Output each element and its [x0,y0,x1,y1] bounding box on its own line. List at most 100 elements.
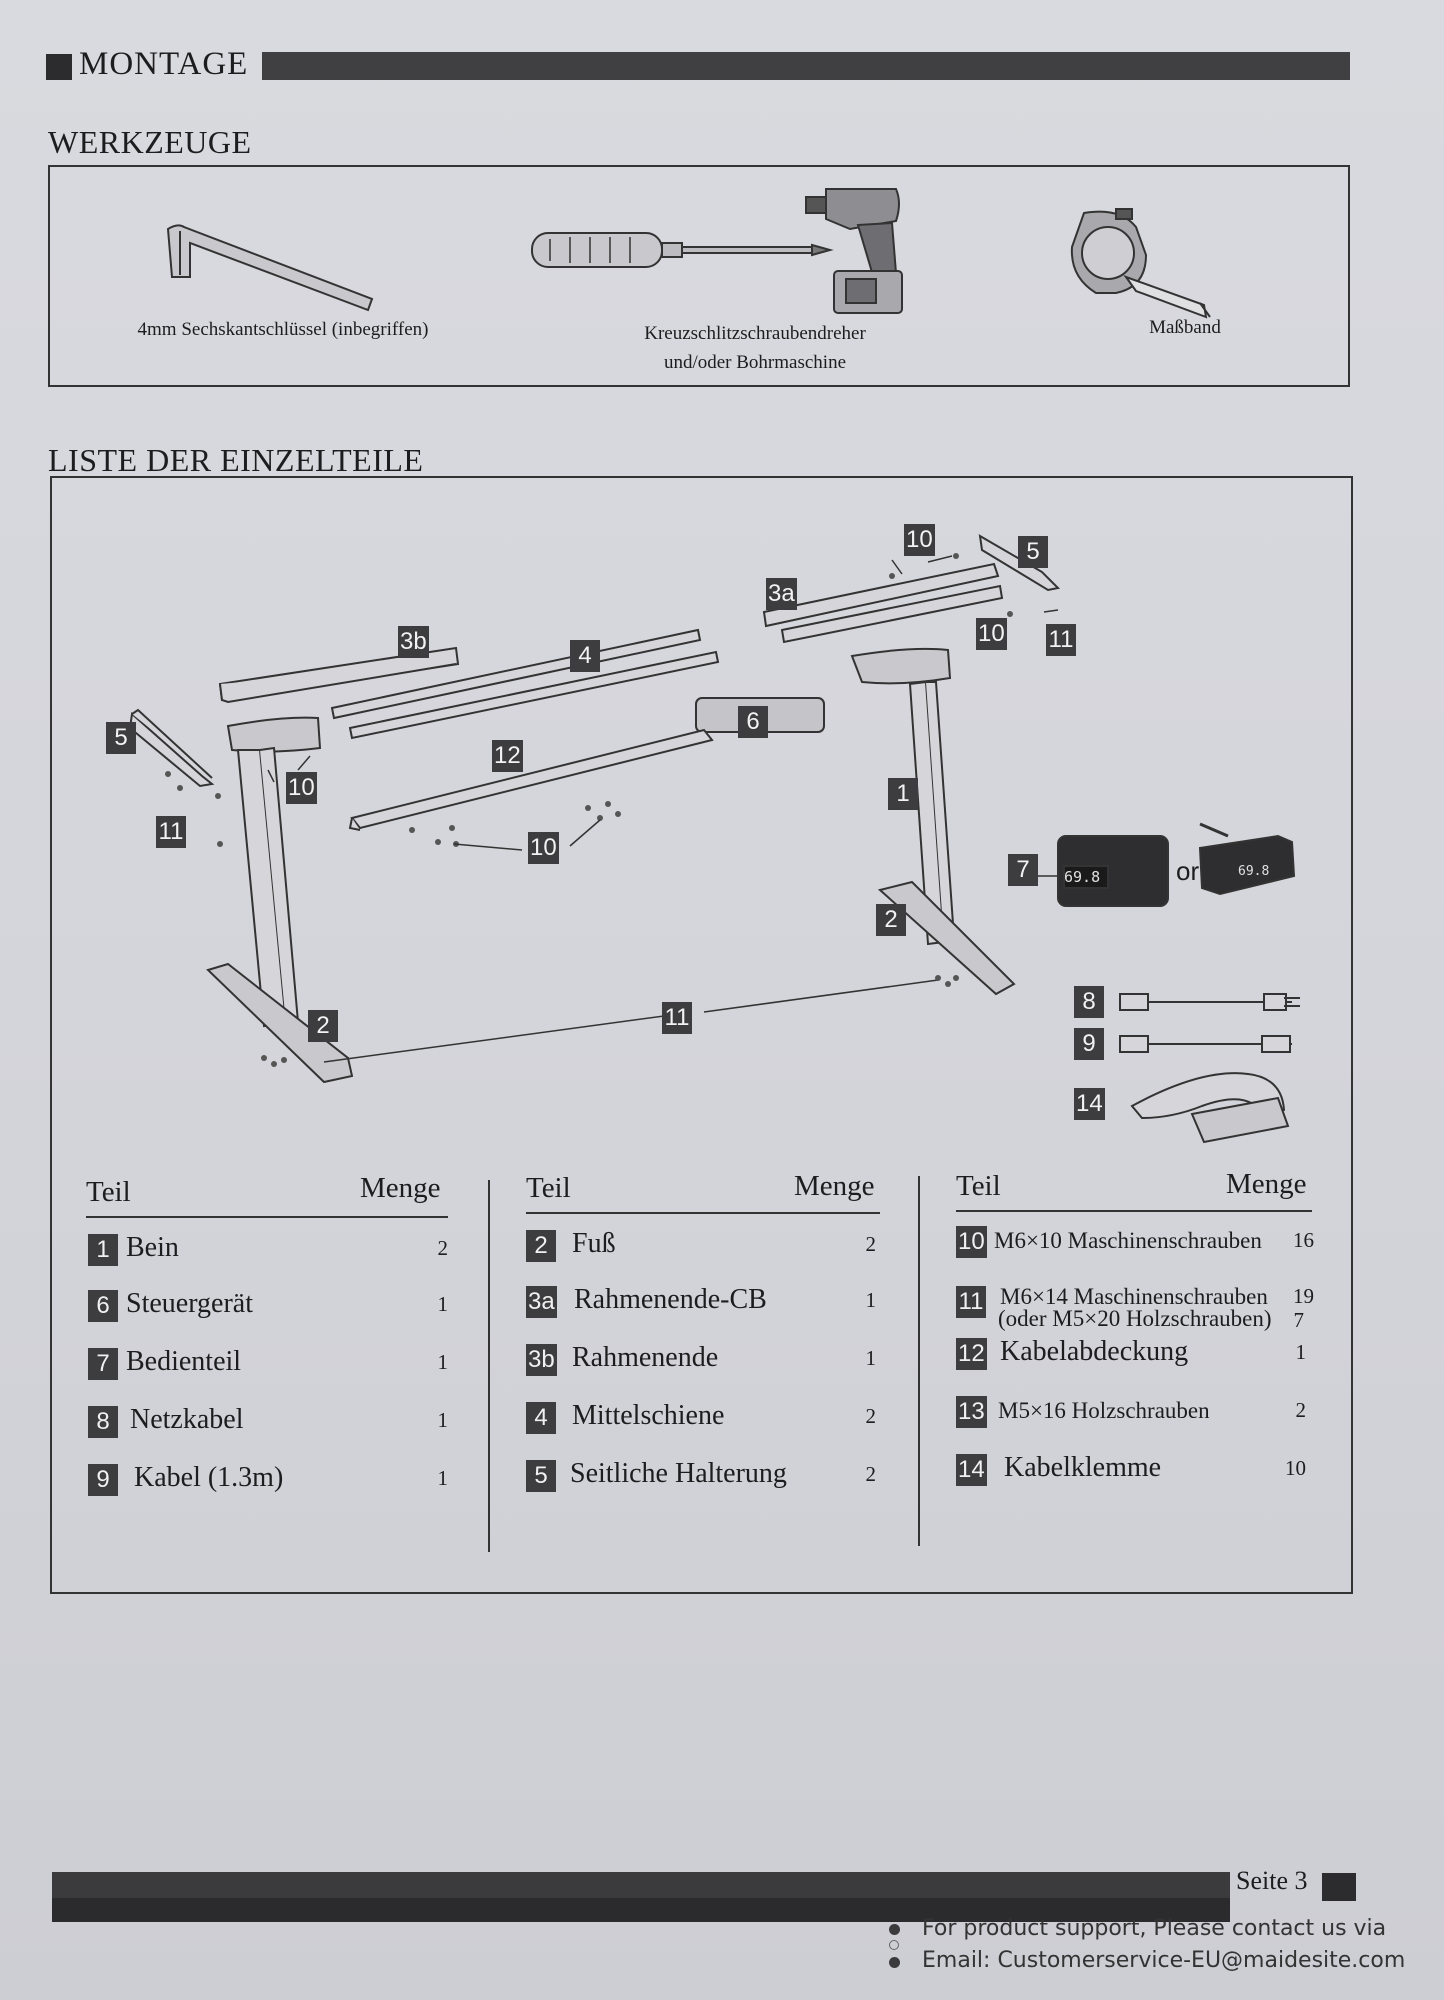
part-number: 3a [526,1286,557,1318]
part-name: Steuergerät [126,1288,253,1319]
support-info: For product support, Please contact us v… [922,1913,1405,1977]
table-row: 9 Kabel (1.3m) 1 [88,1462,448,1498]
part-number: 1 [88,1234,118,1266]
part-name: M6×10 Maschinenschrauben [994,1228,1262,1253]
callout-14: 14 [1074,1088,1105,1120]
col-header-qty: Menge [1226,1168,1307,1200]
part-qty: 10 [1285,1456,1306,1480]
part-name: Kabelabdeckung [1000,1336,1189,1367]
part-number: 2 [526,1230,556,1262]
part-number: 13 [956,1396,987,1428]
col-header-part: Teil [956,1170,1001,1202]
callout-10: 10 [528,832,559,864]
tool-label-screwdriver-line2: und/oder Bohrmaschine [663,352,847,373]
page-title: MONTAGE [79,46,249,82]
table-row: 2 Fuß 2 [526,1228,880,1264]
callout-1: 1 [888,778,918,810]
table-row: 10 M6×10 Maschinenschrauben 16 [956,1224,1314,1260]
exploded-drawing [128,534,1300,1144]
table-row: 5 Seitliche Halterung 2 [526,1458,880,1494]
screwdriver-icon [531,232,834,268]
page-number: Seite 3 [1236,1866,1308,1895]
callout-11: 11 [1046,624,1076,656]
part-qty: 1 [865,1346,877,1370]
part-qty: 1 [437,1350,449,1374]
control-panel-drawing [1057,822,1296,907]
part-name: M6×14 Maschinenschrauben [1000,1284,1268,1309]
callout-8: 8 [1074,986,1104,1018]
part-name: Rahmenende-CB [574,1284,767,1315]
tools-drawing [166,188,1211,319]
callout-5: 5 [1018,536,1048,568]
part-name: Bein [126,1232,179,1263]
callout-9: 9 [1074,1028,1104,1060]
header-bar [262,52,1350,80]
part-qty: 1 [1295,1340,1307,1364]
part-number: 9 [88,1464,118,1496]
table-row: 8 Netzkabel 1 [88,1404,448,1440]
part-name: Kabelklemme [1004,1452,1162,1483]
tool-label-screwdriver-line1: Kreuzschlitzschraubendreher [644,323,866,344]
col-header-qty: Menge [360,1172,441,1204]
display-reading-2: 69.8 [1238,864,1270,879]
part-name: Rahmenende [572,1342,719,1373]
part-number: 6 [88,1290,118,1322]
support-email[interactable]: Email: Customerservice-EU@maidesite.com [922,1948,1406,1973]
part-qty: 19 [1293,1284,1314,1308]
part-number: 5 [526,1460,556,1492]
part-number: 10 [956,1226,987,1258]
part-number: 12 [956,1338,987,1370]
part-qty: 2 [1295,1398,1307,1422]
parts-box: 10 5 3a 10 11 3b 4 6 5 10 12 1 11 10 7 o… [50,476,1353,1594]
bullet-dot [889,1957,900,1968]
part-qty: 1 [437,1466,449,1490]
part-qty: 2 [437,1236,449,1260]
display-reading: 69.8 [1064,868,1101,886]
col-header-rule [86,1216,448,1218]
part-qty: 1 [437,1408,449,1432]
part-number: 7 [88,1348,118,1380]
column-divider [488,1180,490,1552]
parts-title: LISTE DER EINZELTEILE [48,442,424,478]
col-header-qty: Menge [794,1170,875,1202]
part-name: Bedienteil [126,1346,242,1377]
or-text: or [1176,856,1200,886]
tool-label-tape-measure: Maßband [1149,317,1221,338]
part-qty: 1 [865,1288,877,1312]
callout-6: 6 [738,706,768,738]
callout-2: 2 [308,1010,338,1042]
section-header: MONTAGE [46,46,1350,82]
part-name: Fuß [572,1228,616,1259]
col-header-rule [956,1210,1312,1212]
part-name: Kabel (1.3m) [134,1462,284,1493]
page-number-square [1322,1873,1356,1901]
callout-12: 12 [492,740,523,772]
part-qty: 16 [1293,1228,1314,1252]
part-qty: 2 [865,1232,877,1256]
drill-icon [805,188,903,314]
column-divider [918,1176,920,1546]
table-row: 6 Steuergerät 1 [88,1288,448,1324]
cable-clamp-drawing [1130,1072,1290,1144]
part-name: Seitliche Halterung [570,1458,787,1489]
part-number: 14 [956,1454,987,1486]
part-name-alt: (oder M5×20 Holzschrauben) [998,1306,1272,1331]
col-header-rule [526,1212,880,1214]
part-qty-alt: 7 [1293,1308,1305,1332]
table-row: 12 Kabelabdeckung 1 [956,1336,1314,1372]
callout-3b: 3b [398,626,429,658]
part-number: 8 [88,1406,118,1438]
table-row: 13 M5×16 Holzschrauben 2 [956,1394,1314,1430]
callout-4: 4 [570,640,600,672]
tools-title: WERKZEUGE [48,124,252,160]
part-name: M5×16 Holzschrauben [998,1398,1210,1423]
tool-label-hex-key: 4mm Sechskantschlüssel (inbegriffen) [137,319,429,340]
bullet-dot [889,1924,900,1935]
tools-box: 4mm Sechskantschlüssel (inbegriffen) Kre… [48,165,1350,387]
col-header-part: Teil [86,1176,131,1208]
header-square [46,54,72,80]
table-row: 3a Rahmenende-CB 1 [526,1284,880,1320]
callout-7: 7 [1008,854,1038,886]
callout-5: 5 [106,722,136,754]
callout-10: 10 [904,524,935,556]
